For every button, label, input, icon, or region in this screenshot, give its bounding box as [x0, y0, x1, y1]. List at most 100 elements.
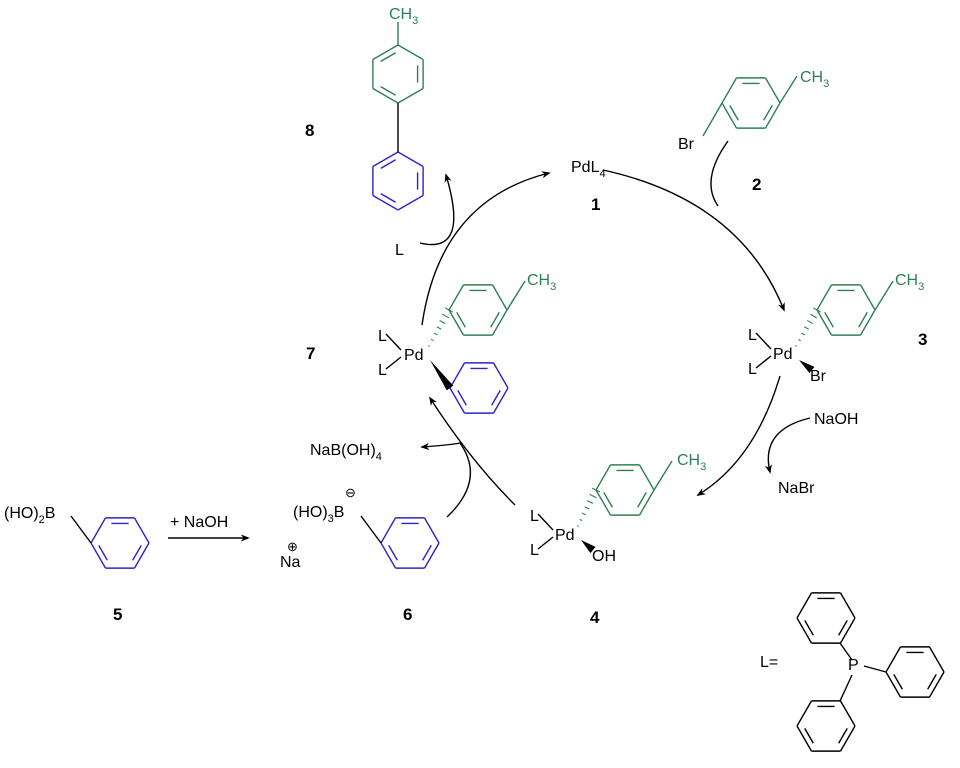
pd-oh-wedge-bond: [581, 540, 596, 554]
pd-l-bond: [385, 333, 402, 351]
methyl-label-4: CH3: [677, 452, 706, 473]
benzene-rings: [90, 44, 945, 752]
base-reagent-label: + NaOH: [170, 514, 228, 531]
compound-number-5: 5: [113, 605, 122, 624]
ring-bond: [397, 87, 424, 104]
ring-bond: [90, 542, 107, 569]
palladium-label-7: Pd: [404, 347, 424, 364]
hash-stroke: [581, 512, 587, 516]
ring-double-bond: [927, 674, 937, 690]
ring-double-bond: [132, 545, 142, 561]
hash-stroke: [804, 326, 809, 330]
ring-double-bond: [388, 545, 398, 561]
hash-stroke: [589, 493, 597, 499]
ring-bond: [839, 700, 856, 727]
ligand-label-4a: L: [530, 508, 539, 525]
ring-bond: [721, 77, 738, 104]
ring-double-bond: [824, 312, 834, 328]
ring-bond: [928, 646, 945, 673]
c-ch3-bond: [653, 460, 673, 491]
ring-double-bond: [603, 492, 613, 508]
hydroxide-label-4: OH: [592, 548, 616, 565]
ring-bond: [397, 151, 424, 168]
benzene-ring-icon: [449, 362, 509, 414]
ring-bond: [449, 362, 466, 389]
compound-number-8: 8: [305, 121, 314, 140]
ring-bond: [423, 542, 440, 569]
ring-double-bond: [422, 545, 432, 561]
naoh-label: NaOH: [814, 411, 858, 428]
ring-bond: [638, 464, 655, 491]
ring-double-bond: [380, 52, 396, 62]
ring-bond: [839, 592, 856, 619]
ring-double-bond: [838, 728, 848, 744]
ring-bond: [380, 517, 397, 544]
ring-bond: [133, 517, 150, 544]
ring-bond: [372, 44, 399, 61]
hash-stroke: [579, 518, 583, 522]
ring-double-bond: [380, 159, 396, 169]
ring-bond: [449, 387, 466, 414]
benzene-ring-icon: [372, 151, 424, 211]
ring-double-bond: [893, 674, 903, 690]
hash-stroke: [813, 307, 821, 313]
ring-double-bond: [380, 86, 396, 96]
boronate-label: (HO)3B: [293, 504, 344, 525]
ring-bond: [491, 284, 508, 311]
benzene-ring-icon: [816, 284, 876, 336]
benzene-ring-icon: [372, 44, 424, 104]
ring-double-bond: [490, 312, 500, 328]
ring-double-bond: [456, 312, 466, 328]
ring-bond: [796, 617, 813, 644]
compound-number-4: 4: [590, 608, 600, 627]
cycle-arrows: [168, 140, 811, 542]
ring-bond: [372, 87, 399, 104]
compound-number-3: 3: [918, 330, 927, 349]
ring-double-bond: [637, 492, 647, 508]
boronic-acid-label: (HO)2B: [4, 505, 55, 526]
arrow-ligand-branch: [419, 173, 455, 246]
methyl-label-8: CH3: [389, 6, 418, 27]
ring-bond: [372, 151, 399, 168]
arrow-oxidative-addition: [602, 169, 785, 312]
ring-bond: [595, 464, 612, 491]
hash-stroke: [433, 332, 438, 336]
compound-number-6: 6: [403, 605, 412, 624]
benzene-ring-icon: [595, 464, 655, 516]
benzene-ring-icon: [796, 700, 856, 752]
ring-bond: [423, 517, 440, 544]
p-c-bond: [863, 665, 887, 673]
ring-bond: [764, 77, 781, 104]
c-ch3-bond: [506, 280, 526, 311]
ring-bond: [764, 102, 781, 129]
hash-stroke: [577, 525, 579, 527]
benzene-ring-icon: [796, 592, 856, 644]
ring-bond: [595, 489, 612, 516]
ring-double-bond: [457, 390, 467, 406]
ring-bond: [397, 44, 424, 61]
ring-bond: [492, 362, 509, 389]
ring-bond: [380, 542, 397, 569]
ring-bond: [133, 542, 150, 569]
ring-bond: [721, 102, 738, 129]
benzene-ring-icon: [448, 284, 508, 336]
ring-bond: [859, 309, 876, 336]
ligand-label-4b: L: [530, 542, 539, 559]
ring-bond: [816, 309, 833, 336]
pd-br-wedge-bond: [799, 360, 815, 374]
ring-bond: [839, 617, 856, 644]
ring-double-bond: [763, 105, 773, 121]
arrow-borate-branch: [420, 442, 472, 518]
p-c-bond: [839, 674, 853, 702]
pd-l-bond: [755, 332, 772, 350]
ring-bond: [928, 671, 945, 698]
ring-bond: [397, 194, 424, 211]
arrow-br-in: [710, 140, 729, 207]
ring-double-bond: [729, 105, 739, 121]
benzene-ring-icon: [721, 77, 781, 129]
ring-bond: [90, 517, 107, 544]
ring-bond: [816, 284, 833, 311]
ring-bond: [885, 671, 902, 698]
